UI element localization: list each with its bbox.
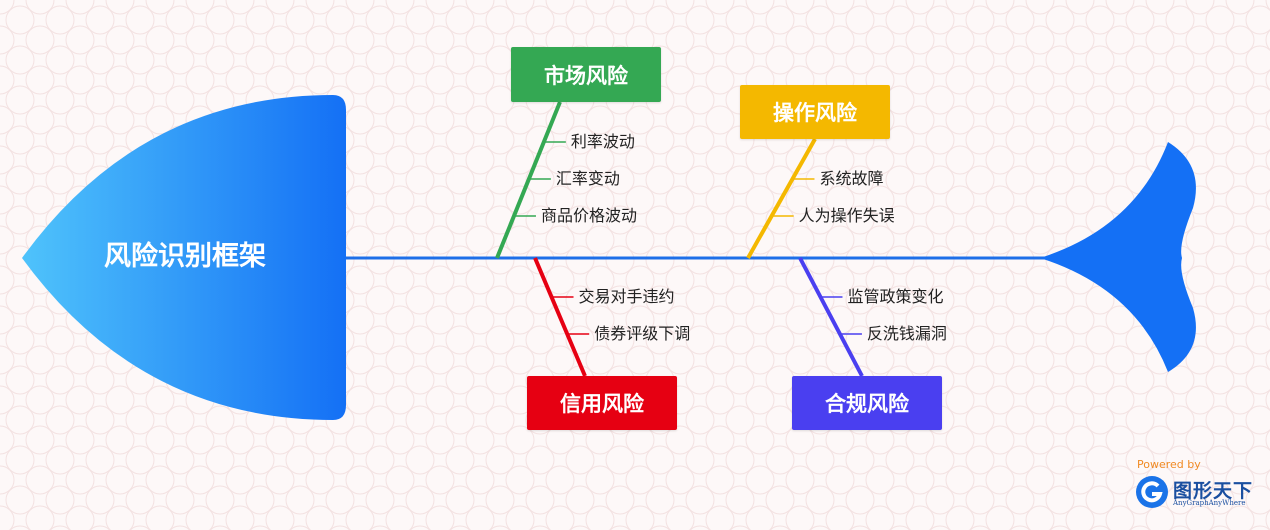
brand-watermark: Powered by 图形天下 AnyGraphAnyWhere (1135, 458, 1263, 514)
powered-by-label: Powered by (1137, 458, 1201, 471)
cause-label: 反洗钱漏洞 (866, 324, 947, 343)
category-box: 合规风险 (792, 376, 942, 430)
category-label: 操作风险 (773, 101, 857, 125)
cause-label: 商品价格波动 (540, 206, 637, 225)
category-label: 信用风险 (560, 392, 644, 416)
fish-head (22, 95, 346, 420)
bone-1 (746, 138, 817, 259)
cause-label: 监管政策变化 (847, 287, 944, 306)
fish-tail (1040, 142, 1196, 372)
brand-logo-icon (1136, 476, 1168, 508)
diagram-title: 风险识别框架 (104, 241, 266, 272)
brand-name: 图形天下 (1173, 480, 1254, 502)
category-label: 市场风险 (544, 63, 628, 88)
cause-label: 汇率变动 (555, 169, 620, 188)
cause-label: 债券评级下调 (594, 324, 691, 343)
brand-tagline: AnyGraphAnyWhere (1173, 499, 1246, 507)
category-box: 操作风险 (740, 85, 890, 139)
category-box: 信用风险 (527, 376, 677, 430)
cause-label: 利率波动 (570, 132, 635, 151)
category-box: 市场风险 (511, 47, 661, 102)
bone-3 (798, 257, 864, 377)
cause-label: 人为操作失误 (798, 206, 895, 225)
category-label: 合规风险 (825, 392, 909, 416)
cause-label: 系统故障 (819, 169, 884, 188)
bone-2 (533, 257, 587, 377)
cause-label: 交易对手违约 (578, 287, 675, 306)
bone-0 (495, 101, 562, 259)
